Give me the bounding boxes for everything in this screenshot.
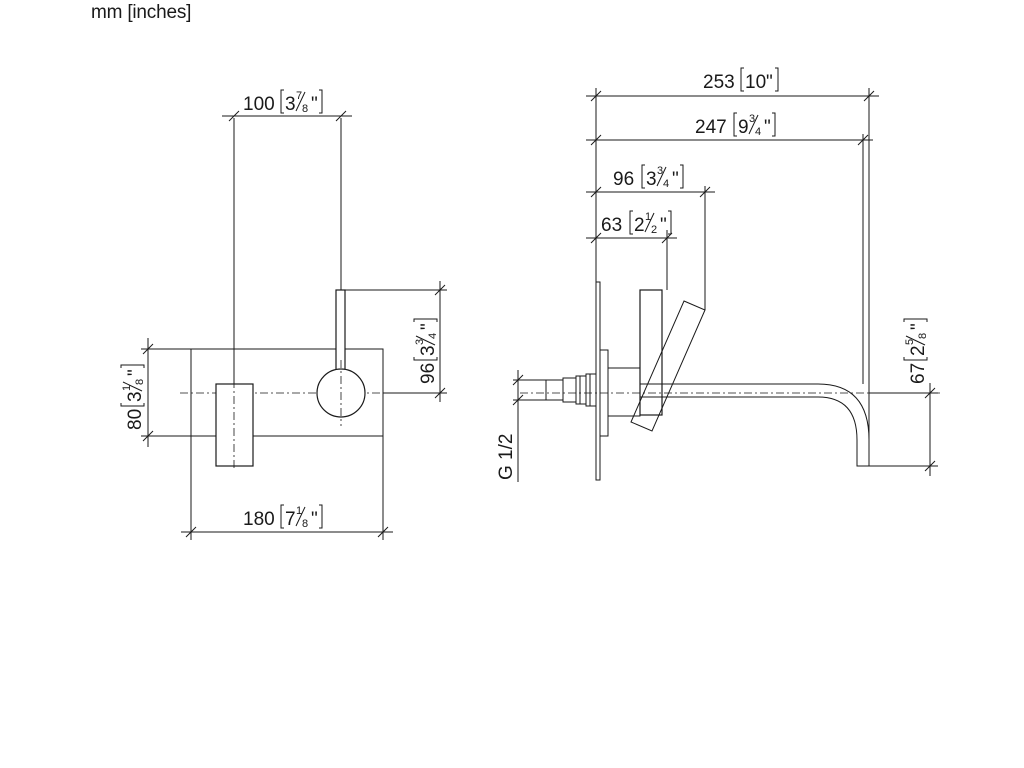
svg-text:": "	[125, 369, 146, 376]
dim-in-num: 3	[749, 113, 755, 125]
dim-front-height-left: 80 3 1 8 "	[120, 364, 146, 430]
dim-side-body: 63 2 1 2 "	[601, 210, 672, 236]
dim-mm: 67	[908, 363, 929, 384]
spout-front	[215, 383, 254, 467]
thread-end	[545, 379, 564, 401]
dim-in-den: 8	[134, 379, 146, 385]
dim-side-drop: 67 2 5 8 "	[903, 318, 929, 384]
thread-label: G 1/2	[496, 434, 517, 480]
dim-mm: 96	[418, 363, 439, 384]
dim-mm: 180	[243, 509, 275, 530]
svg-text:": "	[908, 323, 929, 330]
dim-in-den: 4	[663, 178, 669, 190]
dim-in-whole: 10	[745, 72, 766, 93]
dim-in-den: 4	[755, 126, 761, 138]
valve-body	[607, 367, 641, 417]
dim-side-lever: 96 3 3 4 "	[613, 164, 684, 190]
dim-in-whole: 7	[285, 509, 296, 530]
dim-mm: 100	[243, 94, 275, 115]
dim-in-den: 4	[427, 333, 439, 339]
dim-side-total: 253 10 "	[703, 67, 779, 93]
dim-mm: 63	[601, 215, 622, 236]
dim-in-whole: 3	[418, 345, 439, 356]
dim-in-num: 5	[904, 339, 916, 345]
thread-nut-1	[585, 373, 597, 407]
dim-front-width-bottom: 180 7 1 8 "	[243, 504, 323, 530]
svg-text:": "	[311, 94, 318, 115]
dim-in-whole: 3	[646, 169, 657, 190]
dim-in-whole: 3	[285, 94, 296, 115]
dim-in-num: 1	[645, 211, 651, 223]
dim-in-den: 8	[302, 103, 308, 115]
svg-text:": "	[418, 323, 439, 330]
spout-side	[640, 383, 870, 467]
dim-in-num: 3	[657, 165, 663, 177]
dim-in-whole: 3	[125, 391, 146, 402]
wall-plate	[595, 281, 601, 481]
svg-text:": "	[764, 117, 771, 138]
lever-rotated	[630, 300, 706, 432]
lever-side	[639, 289, 663, 416]
dim-in-den: 2	[651, 224, 657, 236]
dim-in-whole: 2	[634, 215, 645, 236]
svg-text:": "	[672, 169, 679, 190]
thread-nipple	[562, 377, 577, 403]
dim-in-num: 1	[296, 505, 302, 517]
thread-nut-2	[575, 375, 587, 405]
side-view: G 1/2 253 10 " 247 9 3 4 "	[496, 67, 940, 482]
dim-in-den: 8	[917, 333, 929, 339]
dim-in-num: 3	[414, 339, 426, 345]
dim-front-height-right: 96 3 3 4 "	[413, 318, 439, 384]
dim-mm: 80	[125, 409, 146, 430]
svg-text:": "	[311, 509, 318, 530]
front-view: 100 3 7 8 " 180 7 1 8 "	[120, 89, 447, 540]
dim-in-num: 1	[121, 385, 133, 391]
dim-side-spout: 247 9 3 4 "	[695, 112, 776, 138]
dim-mm: 253	[703, 72, 735, 93]
dim-front-width-top: 100 3 7 8 "	[243, 89, 323, 115]
dim-in-num: 7	[296, 90, 302, 102]
dim-in-whole: 9	[738, 117, 749, 138]
dim-mm: 96	[613, 169, 634, 190]
svg-text:": "	[766, 72, 773, 93]
units-label: mm [inches]	[91, 2, 192, 23]
lever-stem	[335, 289, 346, 371]
dim-in-den: 8	[302, 518, 308, 530]
dim-mm: 247	[695, 117, 727, 138]
svg-text:": "	[660, 215, 667, 236]
dim-in-whole: 2	[908, 345, 929, 356]
